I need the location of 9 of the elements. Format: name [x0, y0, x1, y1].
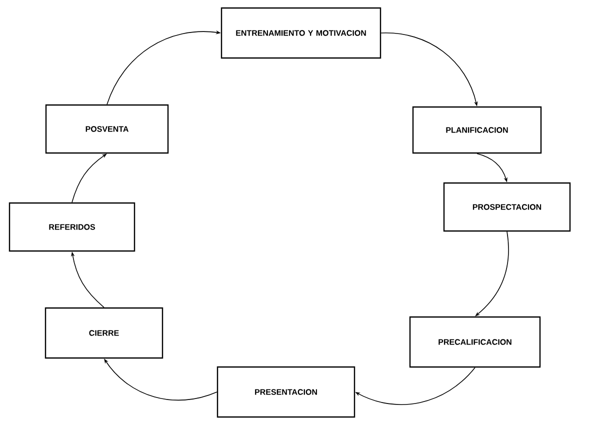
arrow	[475, 231, 509, 316]
step-box: ENTRENAMIENTO Y MOTIVACION	[220, 7, 382, 59]
step-box: POSVENTA	[45, 104, 169, 154]
step-box: CIERRE	[44, 307, 164, 359]
step-box: PLANIFICACION	[412, 106, 542, 154]
step-box: PRESENTACION	[216, 366, 356, 418]
step-box: PROSPECTACION	[443, 182, 571, 232]
step-box: REFERIDOS	[8, 202, 136, 252]
step-box: PRECALIFICACION	[409, 316, 541, 368]
